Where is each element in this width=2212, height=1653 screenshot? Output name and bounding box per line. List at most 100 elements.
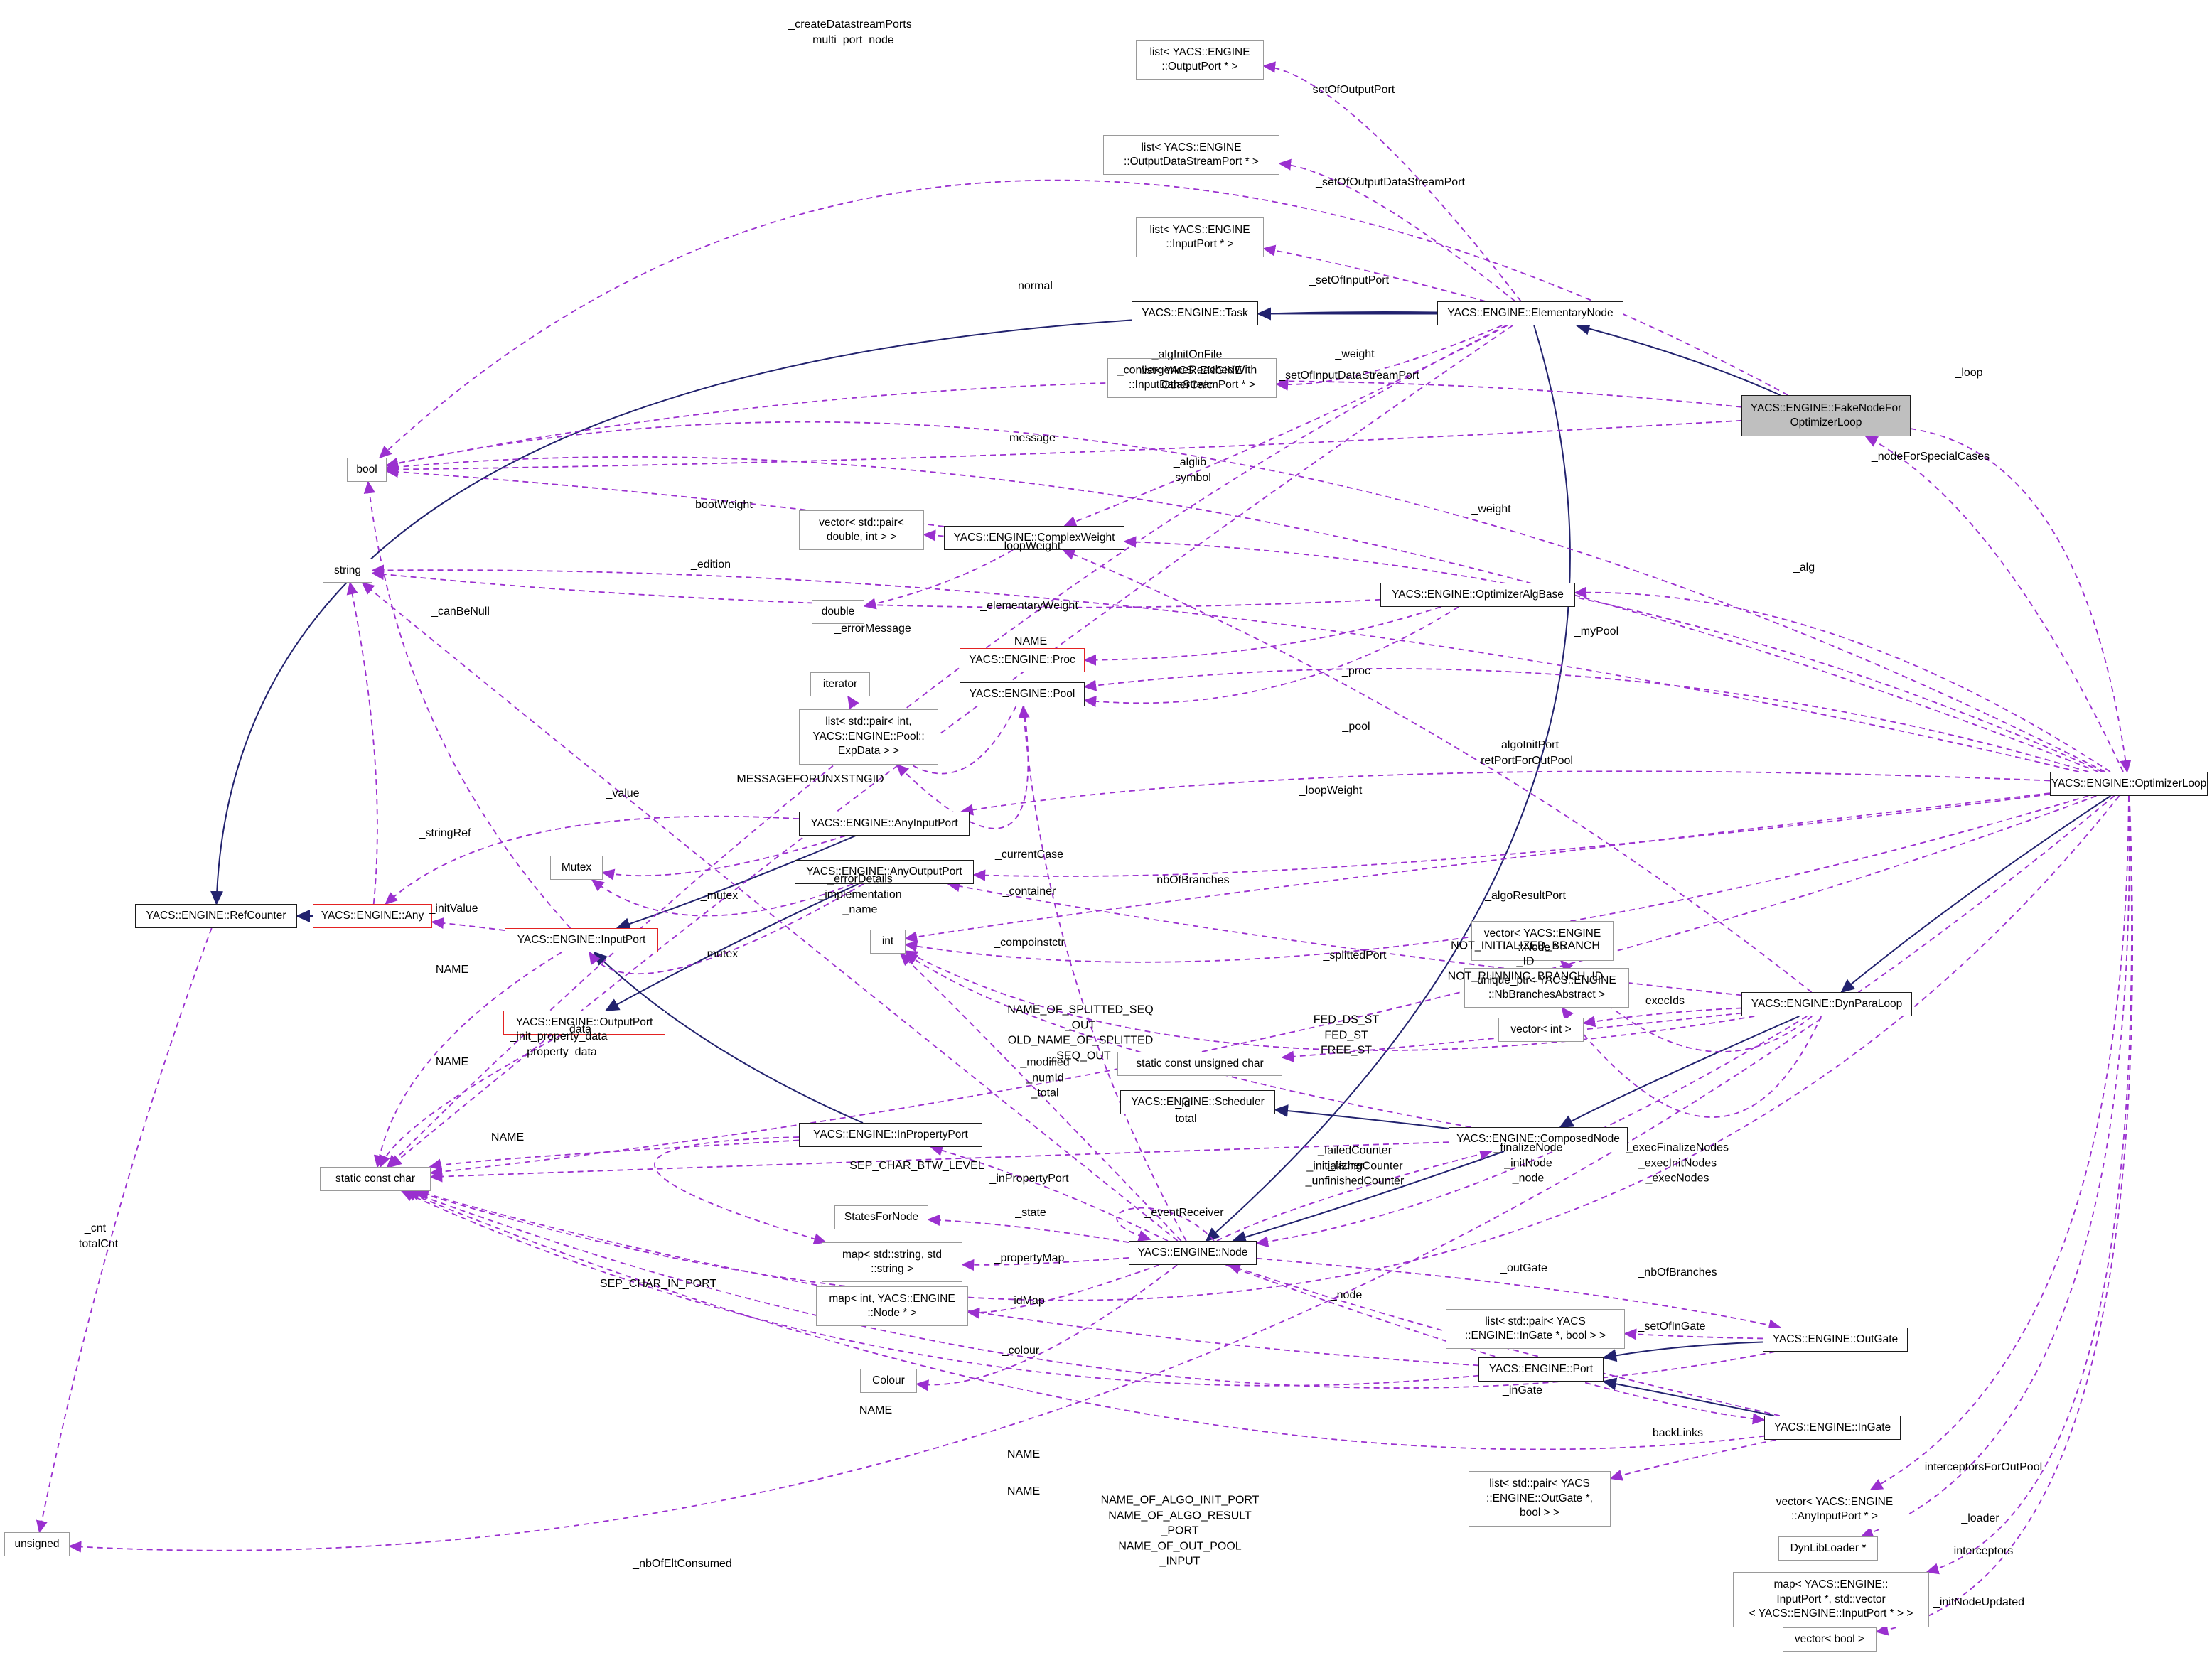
class-box-map_string[interactable]: map< std::string, std ::string >: [822, 1242, 962, 1282]
class-box-anyinputport[interactable]: YACS::ENGINE::AnyInputPort: [799, 812, 970, 836]
class-box-map_int_node[interactable]: map< int, YACS::ENGINE ::Node * >: [816, 1286, 968, 1326]
class-box-ingate[interactable]: YACS::ENGINE::InGate: [1764, 1416, 1901, 1440]
class-box-fakenode[interactable]: YACS::ENGINE::FakeNodeFor OptimizerLoop: [1741, 395, 1911, 436]
class-box-string[interactable]: string: [323, 559, 372, 583]
class-box-inputport[interactable]: YACS::ENGINE::InputPort: [505, 928, 658, 952]
edge-mutex2: [591, 878, 854, 917]
edge-cnt: [36, 927, 213, 1534]
class-box-iterator[interactable]: iterator: [810, 672, 870, 696]
edge-fake_inherit: [1575, 322, 1781, 396]
class-box-list_inputport[interactable]: list< YACS::ENGINE ::InputPort * >: [1136, 217, 1264, 257]
class-box-pool[interactable]: YACS::ENGINE::Pool: [960, 682, 1085, 706]
class-box-list_outputdatastream[interactable]: list< YACS::ENGINE ::OutputDataStreamPor…: [1103, 135, 1279, 175]
class-box-composednode[interactable]: YACS::ENGINE::ComposedNode: [1449, 1127, 1628, 1151]
class-box-mutex[interactable]: Mutex: [550, 856, 603, 880]
edge-setofoutputport: [1262, 61, 1522, 302]
class-box-inpropertyport[interactable]: YACS::ENGINE::InPropertyPort: [799, 1123, 982, 1147]
edge-execids: [1582, 1007, 1742, 1028]
class-box-vector_pair[interactable]: vector< std::pair< double, int > >: [799, 510, 924, 550]
edge-elemweight: [863, 549, 1014, 610]
edge-edition: [371, 564, 2079, 772]
edge-nameofsplit: [429, 795, 2097, 1178]
edge-loader: [1860, 795, 2130, 1539]
edge-backlinks: [1609, 1439, 1776, 1481]
class-box-port[interactable]: YACS::ENGINE::Port: [1478, 1357, 1604, 1382]
edge-failed: [904, 950, 1755, 1051]
class-box-optimizeralgbase[interactable]: YACS::ENGINE::OptimizerAlgBase: [1380, 583, 1575, 607]
edge-normal_e: [385, 380, 1742, 469]
edge-propmap: [961, 1257, 1129, 1271]
class-box-int[interactable]: int: [870, 930, 906, 954]
edge-loop_e: [1910, 428, 2132, 773]
class-box-statesfornode[interactable]: StatesForNode: [834, 1205, 928, 1229]
class-box-bool[interactable]: bool: [347, 458, 387, 482]
edge-inprop_e: [930, 1144, 1169, 1242]
edge-anyop_op: [604, 883, 859, 1011]
edge-initprop: [654, 1136, 827, 1245]
class-box-refcounter[interactable]: YACS::ENGINE::RefCounter: [135, 904, 297, 928]
class-box-list_pair_outgate[interactable]: list< std::pair< YACS ::ENGINE::OutGate …: [1469, 1471, 1611, 1527]
class-box-any[interactable]: YACS::ENGINE::Any: [313, 904, 432, 928]
edge-opt_dyn: [1840, 795, 2111, 994]
class-box-list_pair_ingate[interactable]: list< std::pair< YACS ::ENGINE::InGate *…: [1446, 1309, 1625, 1349]
class-box-dynparaloop[interactable]: YACS::ENGINE::DynParaLoop: [1741, 992, 1912, 1016]
edge-alg_e: [1574, 586, 2111, 772]
class-box-task[interactable]: YACS::ENGINE::Task: [1132, 301, 1258, 325]
edge-nodeforsc: [1864, 436, 2124, 772]
class-box-outgate[interactable]: YACS::ENGINE::OutGate: [1763, 1328, 1908, 1352]
edge-weight2: [1123, 536, 2103, 772]
edge-outgate_port: [1602, 1341, 1763, 1362]
edge-errdetails: [361, 581, 1179, 1242]
class-box-optimizerloop[interactable]: YACS::ENGINE::OptimizerLoop: [2050, 772, 2208, 796]
edge-message_e: [385, 419, 1742, 475]
edge-ingate_port: [1602, 1377, 1774, 1416]
edge-father: [1216, 1148, 1493, 1242]
edge-elem_ref_long: [210, 311, 1438, 905]
class-box-colour[interactable]: Colour: [860, 1369, 917, 1393]
class-box-list_pair_int[interactable]: list< std::pair< int, YACS::ENGINE::Pool…: [799, 709, 938, 765]
class-box-proc[interactable]: YACS::ENGINE::Proc: [960, 648, 1085, 672]
class-box-node[interactable]: YACS::ENGINE::Node: [1129, 1241, 1257, 1265]
class-box-list_outputport[interactable]: list< YACS::ENGINE ::OutputPort * >: [1136, 40, 1264, 80]
edge-outgate_e: [1256, 1257, 1782, 1331]
class-box-scheduler[interactable]: YACS::ENGINE::Scheduler: [1120, 1090, 1275, 1114]
edge-loopweight2: [1061, 549, 1813, 993]
edge-name_ipp: [429, 1139, 800, 1170]
edge-pool_e: [1083, 606, 1459, 708]
edge-sepin: [415, 1188, 1479, 1367]
edge-setofinputport: [1262, 244, 1486, 302]
edge-idmap: [967, 1264, 1159, 1319]
class-box-static_char[interactable]: static const char: [320, 1167, 431, 1191]
class-box-unsigned[interactable]: unsigned: [4, 1532, 70, 1556]
edge-create_ds: [378, 179, 1788, 459]
class-box-list_inputdatastream[interactable]: list< YACS::ENGINE ::InputDataStreamPort…: [1107, 358, 1277, 398]
edge-alglib: [385, 456, 2099, 772]
class-box-vector_anyip[interactable]: vector< YACS::ENGINE ::AnyInputPort * >: [1763, 1490, 1906, 1529]
edge-mypool: [1083, 668, 2089, 772]
class-box-elementarynode[interactable]: YACS::ENGINE::ElementaryNode: [1437, 301, 1623, 325]
class-box-unique_ptr[interactable]: unique_ptr< YACS::ENGINE ::NbBranchesAbs…: [1464, 968, 1629, 1008]
edge-sepbtw: [429, 1141, 1449, 1183]
edge-initvalue: [431, 917, 505, 931]
class-box-vector_bool[interactable]: vector< bool >: [1783, 1627, 1877, 1652]
edge-name_port: [400, 1190, 1479, 1387]
class-box-vector_int[interactable]: vector< int >: [1498, 1018, 1584, 1042]
edge-nbelt: [68, 795, 2115, 1553]
edge-comp_node: [1231, 1151, 1505, 1244]
edge-stringref: [346, 581, 378, 905]
class-box-dynlibloader[interactable]: DynLibLoader *: [1778, 1536, 1878, 1561]
class-box-complexweight[interactable]: YACS::ENGINE::ComplexWeight: [944, 526, 1124, 550]
class-box-anyoutputport[interactable]: YACS::ENGINE::AnyOutputPort: [795, 860, 974, 884]
class-box-outputport[interactable]: YACS::ENGINE::OutputPort: [503, 1011, 665, 1035]
edge-algoresult: [972, 793, 2051, 881]
edge-dyn_comp: [1559, 1016, 1800, 1128]
class-box-double[interactable]: double: [812, 600, 864, 624]
class-box-map_inputport[interactable]: map< YACS::ENGINE:: InputPort *, std::ve…: [1733, 1572, 1929, 1627]
edge-state: [927, 1214, 1129, 1244]
class-box-vector_node[interactable]: vector< YACS::ENGINE ::Node * >: [1471, 921, 1614, 961]
edge-alginit: [385, 421, 2105, 772]
edge-canbenull: [363, 480, 571, 929]
class-box-static_uchar[interactable]: static const unsigned char: [1117, 1052, 1282, 1076]
